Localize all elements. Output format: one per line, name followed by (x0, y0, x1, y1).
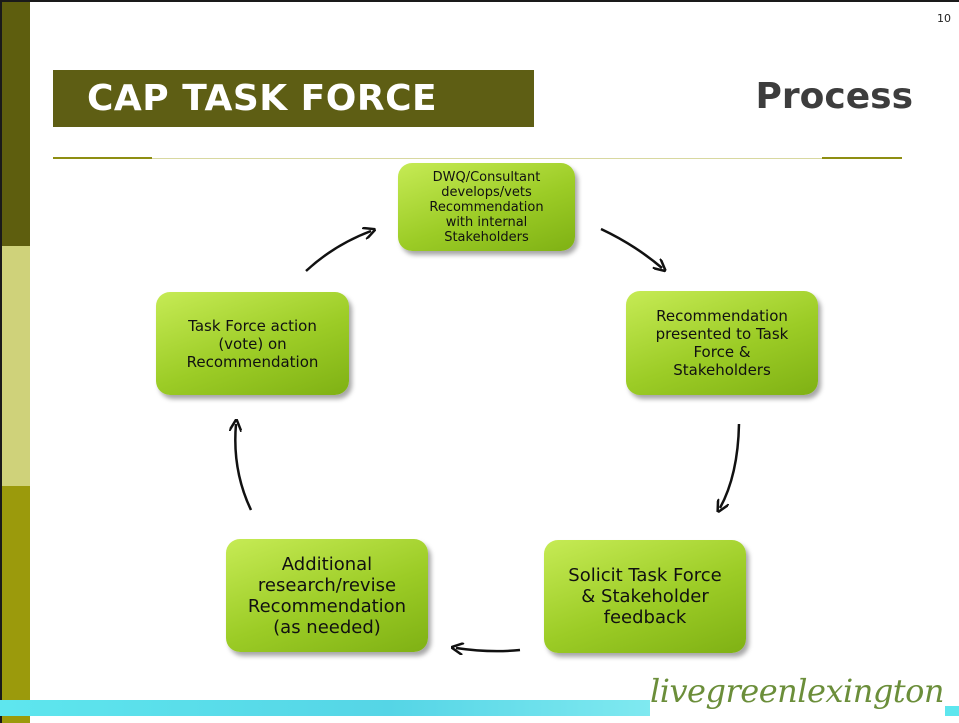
process-step-1-text: DWQ/Consultant develops/vets Recommendat… (429, 169, 544, 245)
side-stripe-top (2, 2, 30, 246)
arrow-step5-to-step1 (305, 231, 371, 272)
divider-right (822, 157, 902, 159)
slide-title-text: CAP TASK FORCE (87, 78, 438, 119)
arrow-step3-to-step4 (456, 648, 521, 651)
process-step-5-text: Task Force action (vote) on Recommendati… (186, 316, 319, 371)
page-number: 10 (937, 12, 951, 25)
slide-title: CAP TASK FORCE (53, 70, 534, 127)
process-step-3: Solicit Task Force & Stakeholder feedbac… (544, 540, 746, 653)
arrow-step2-to-step3 (720, 423, 741, 508)
side-stripe-bottom (2, 486, 30, 723)
footer-bar-end (945, 706, 959, 716)
process-step-2-text: Recommendation presented to Task Force &… (655, 307, 789, 379)
divider-left (53, 157, 152, 159)
arrow-step4-to-step5 (235, 424, 253, 511)
process-step-5: Task Force action (vote) on Recommendati… (156, 292, 349, 395)
process-step-4: Additional research/revise Recommendatio… (226, 539, 428, 652)
footer-bar (0, 700, 650, 716)
side-stripe-middle (2, 246, 30, 486)
process-step-3-text: Solicit Task Force & Stakeholder feedbac… (568, 565, 722, 628)
process-step-1: DWQ/Consultant develops/vets Recommendat… (398, 163, 575, 251)
process-step-4-text: Additional research/revise Recommendatio… (247, 553, 407, 638)
slide-subtitle: Process (755, 76, 913, 117)
divider-middle (152, 158, 822, 159)
arrow-step1-to-step2 (600, 227, 662, 268)
footer-logo: livegreenlexington (650, 672, 945, 710)
process-step-2: Recommendation presented to Task Force &… (626, 291, 818, 395)
